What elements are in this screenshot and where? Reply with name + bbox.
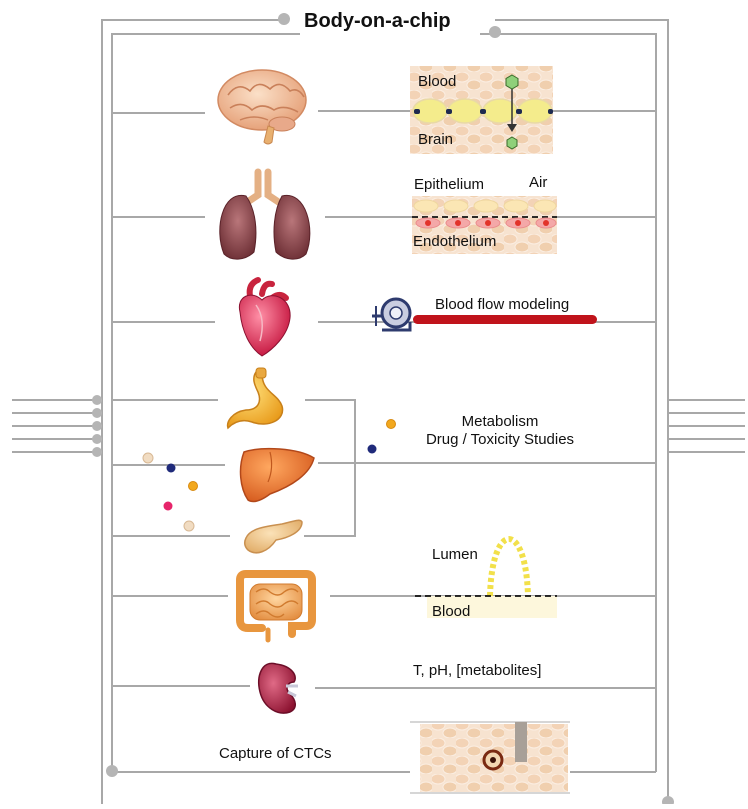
- pump-icon: [372, 299, 410, 330]
- liver-icon: [241, 449, 314, 502]
- port-node: [92, 447, 102, 457]
- port-node: [92, 434, 102, 444]
- particle-dot: [368, 445, 377, 454]
- port-node: [662, 796, 674, 804]
- metabolism-label: Metabolism: [420, 413, 580, 430]
- kidney-icon: [259, 663, 298, 713]
- particle-dot: [167, 464, 176, 473]
- port-node: [278, 13, 290, 25]
- brain-icon: [218, 70, 306, 144]
- blood-flow-label: Blood flow modeling: [435, 296, 569, 313]
- heart-icon: [239, 280, 290, 356]
- port-node: [106, 765, 118, 777]
- intestine-blood-label: Blood: [432, 603, 470, 620]
- particle-dot: [189, 482, 198, 491]
- brain-panel-blood-label: Blood: [418, 73, 456, 90]
- brain-panel-brain-label: Brain: [418, 131, 453, 148]
- lung-air-label: Air: [529, 174, 547, 191]
- particle-dot: [143, 453, 153, 463]
- lumen-label: Lumen: [432, 546, 478, 563]
- particle-dot: [184, 521, 194, 531]
- intestine-icon: [240, 574, 312, 640]
- lungs-icon: [220, 172, 310, 259]
- lung-epithelium-label: Epithelium: [414, 176, 484, 193]
- particle-dot: [164, 502, 173, 511]
- diagram-title: Body-on-a-chip: [300, 10, 455, 33]
- kidney-sensing-label: T, pH, [metabolites]: [413, 662, 541, 679]
- port-node: [489, 26, 501, 38]
- capture-post: [515, 722, 527, 762]
- particle-dot: [387, 420, 396, 429]
- lung-endothelium-label: Endothelium: [413, 233, 496, 250]
- port-node: [92, 408, 102, 418]
- drug-toxicity-label: Drug / Toxicity Studies: [410, 431, 590, 448]
- port-node: [92, 395, 102, 405]
- blood-vessel-channel: [413, 315, 597, 324]
- ctc-capture-panel: [410, 722, 570, 793]
- stomach-icon: [228, 368, 283, 428]
- port-node: [92, 421, 102, 431]
- chip-frame: [12, 20, 745, 804]
- ctc-capture-label: Capture of CTCs: [219, 745, 332, 762]
- pancreas-icon: [245, 520, 302, 552]
